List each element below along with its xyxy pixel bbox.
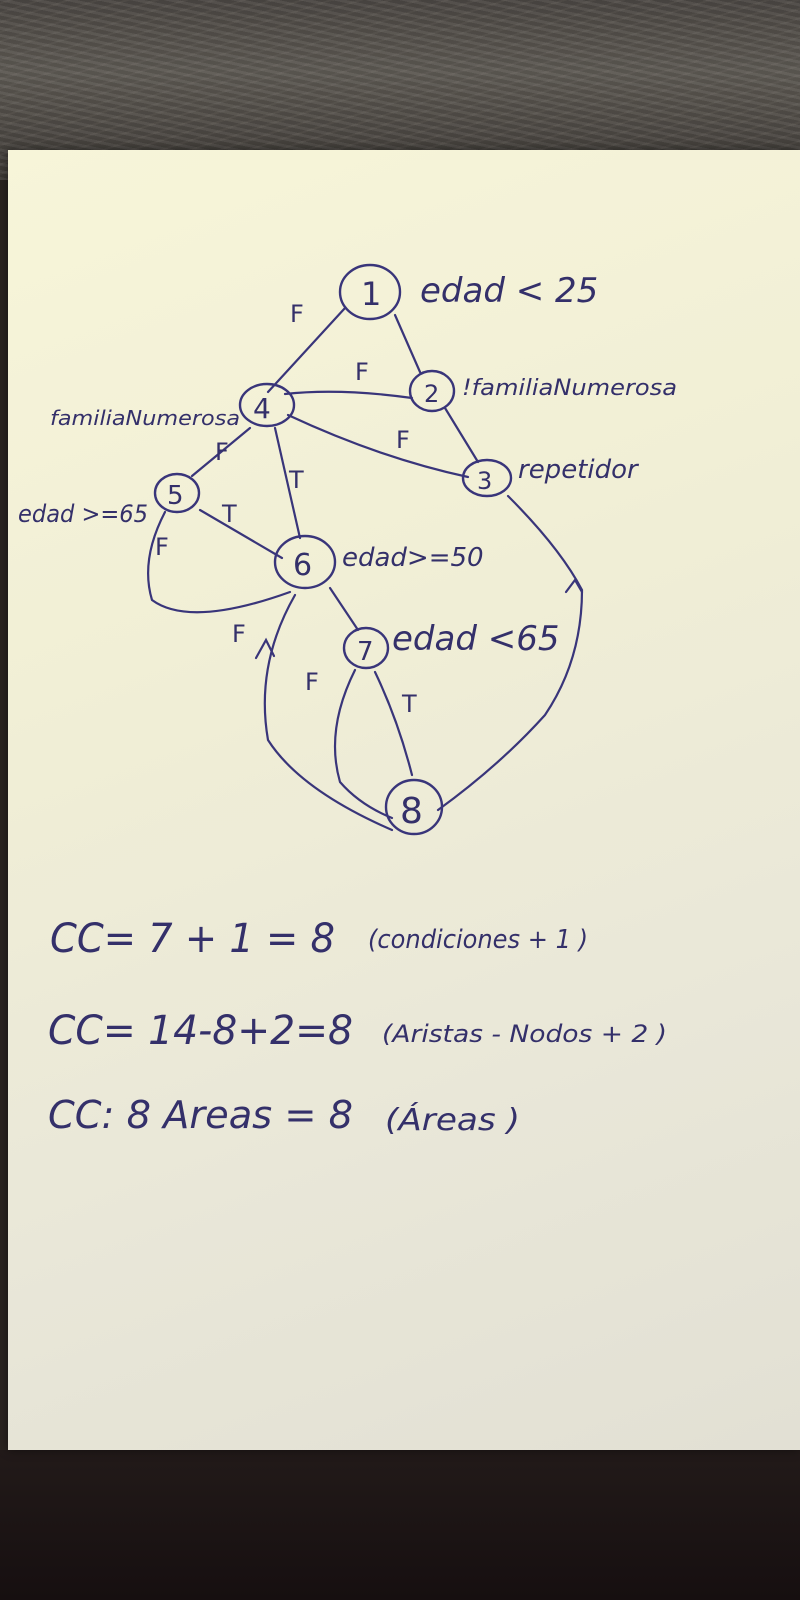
formula-2-note: (Aristas - Nodos + 2 ) — [382, 1020, 667, 1048]
edge-labels: F F F F T T F F F T — [155, 300, 417, 718]
edge-2-3 — [443, 406, 480, 464]
node-3-label: 3 — [477, 467, 492, 495]
node-2-circle — [408, 369, 456, 413]
edge-4-6 — [273, 426, 302, 540]
node-5-label: 5 — [167, 481, 184, 511]
condition-node-6: edad>=50 — [342, 543, 484, 573]
edge-label-4-6: T — [288, 466, 304, 494]
edge-label-4-5: F — [215, 438, 229, 466]
node-6-circle — [273, 534, 337, 590]
formula-1-note: (condiciones + 1 ) — [368, 925, 588, 955]
node-8-label: 8 — [400, 791, 423, 832]
formula-1-expression: CC= 7 + 1 = 8 — [50, 916, 335, 962]
node-conditions: edad < 25 !familiaNumerosa repetidor fam… — [18, 271, 677, 659]
complexity-formulas: CC= 7 + 1 = 8 (condiciones + 1 ) CC= 14-… — [48, 916, 667, 1138]
node-5-circle — [153, 472, 201, 514]
formula-2-expression: CC= 14-8+2=8 — [48, 1008, 353, 1054]
condition-node-2: !familiaNumerosa — [462, 376, 677, 401]
edge-label-5-loop: F — [155, 533, 169, 561]
edge-6-7 — [328, 586, 360, 632]
paper-sheet — [8, 150, 800, 1450]
edge-7-8-true — [373, 670, 414, 777]
formula-3-note: (Áreas ) — [385, 1102, 520, 1138]
arrowhead-6-8 — [254, 637, 276, 660]
node-2-label: 2 — [424, 380, 439, 408]
node-3-circle — [461, 458, 513, 498]
node-6-label: 6 — [293, 548, 312, 583]
condition-node-7: edad <65 — [392, 619, 559, 659]
edge-3-8 — [436, 494, 584, 812]
edge-label-5-6: T — [221, 500, 237, 528]
node-8-circle — [384, 778, 444, 836]
floor-background — [0, 1450, 800, 1600]
graph-nodes: 1 2 3 4 5 6 7 8 — [153, 263, 513, 836]
edge-5-6 — [198, 508, 284, 560]
arrowhead-3-8 — [564, 578, 584, 594]
edge-4-3 — [286, 413, 470, 479]
condition-node-1: edad < 25 — [420, 271, 598, 311]
edge-label-7-8-true: T — [401, 690, 417, 718]
node-1-label: 1 — [361, 275, 381, 313]
condition-node-4: familiaNumerosa — [50, 406, 240, 430]
node-7-label: 7 — [357, 637, 374, 667]
node-1-circle — [338, 263, 402, 321]
edge-label-7-8-false: F — [305, 668, 319, 696]
node-4-circle — [238, 382, 296, 428]
edge-6-8 — [263, 593, 394, 832]
edge-7-8-false — [333, 668, 394, 820]
edge-5-loop — [147, 510, 292, 614]
graph-edges — [147, 306, 584, 832]
edge-label-4-3: F — [396, 426, 410, 454]
edge-1-2 — [393, 313, 422, 374]
edge-label-2-4: F — [355, 358, 369, 386]
edge-4-5 — [190, 426, 252, 478]
edge-label-6-8: F — [232, 620, 246, 648]
formula-3-expression: CC: 8 Areas = 8 — [48, 1093, 353, 1137]
condition-node-3: repetidor — [518, 455, 640, 485]
edge-label-1-4: F — [290, 300, 304, 328]
node-4-label: 4 — [253, 392, 271, 425]
edge-2-4 — [283, 390, 414, 400]
condition-node-5: edad >=65 — [18, 500, 148, 528]
node-7-circle — [342, 626, 390, 670]
edge-1-4 — [266, 306, 347, 394]
